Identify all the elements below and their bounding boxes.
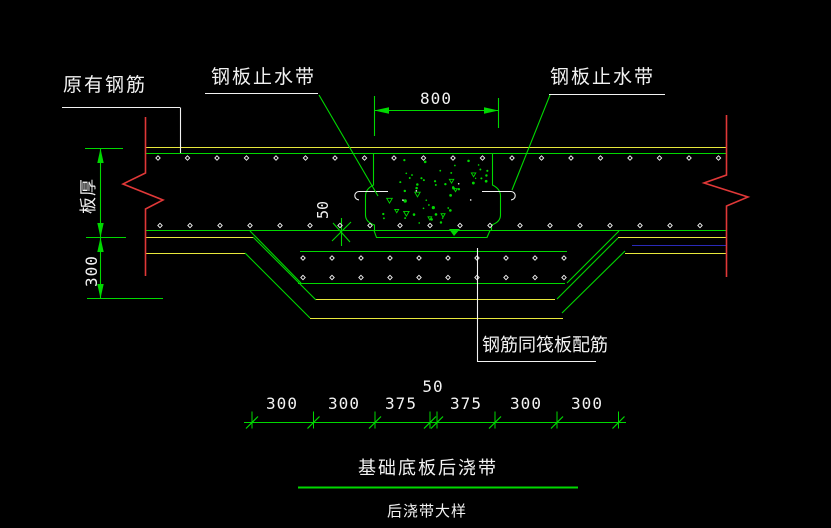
dim-slab-thickness-label: 板厚 xyxy=(79,178,99,214)
dimension-strip-width: 800 xyxy=(373,89,500,136)
steel-waterstop-right xyxy=(482,190,516,201)
pit-slope-lines xyxy=(244,230,626,319)
chain-dim-6: 300 xyxy=(510,394,542,413)
label-waterstop-right: 钢板止水带 xyxy=(550,66,655,88)
label-existing-rebar: 原有钢筋 xyxy=(63,74,147,96)
slab-outline-lines xyxy=(146,146,726,320)
drawing-title: 基础底板后浇带 xyxy=(358,458,498,479)
dim-800-label: 800 xyxy=(420,89,452,108)
chain-dim-1: 300 xyxy=(266,394,298,413)
joint-triangle-mark xyxy=(449,229,460,236)
break-line-right xyxy=(701,115,751,277)
dimension-chain: 300 300 375 50 375 300 300 xyxy=(244,377,626,429)
dim-300-label: 300 xyxy=(82,255,101,287)
break-line-left xyxy=(121,117,165,276)
chain-dim-5: 375 xyxy=(450,394,482,413)
label-rebar-note: 钢筋同筏板配筋 xyxy=(482,335,608,356)
chain-dim-7: 300 xyxy=(571,394,603,413)
steel-waterstop-left xyxy=(354,190,388,201)
concrete-hatch-speckles xyxy=(382,158,489,224)
chain-dim-4: 50 xyxy=(422,377,443,396)
dimension-recess-50: 50 xyxy=(314,201,352,246)
drawing-subtitle: 后浇带大样 xyxy=(387,502,467,520)
dimension-left-vertical: 板厚 300 xyxy=(79,147,163,300)
dim-50-label: 50 xyxy=(314,201,332,219)
label-waterstop-left: 钢板止水带 xyxy=(211,66,316,88)
leader-lines xyxy=(62,92,665,363)
chain-dim-2: 300 xyxy=(328,394,360,413)
title-block: 基础底板后浇带 后浇带大样 xyxy=(298,458,578,520)
joint-profiles xyxy=(364,154,502,239)
chain-dim-3: 375 xyxy=(385,394,417,413)
rebar-dots xyxy=(155,155,722,281)
